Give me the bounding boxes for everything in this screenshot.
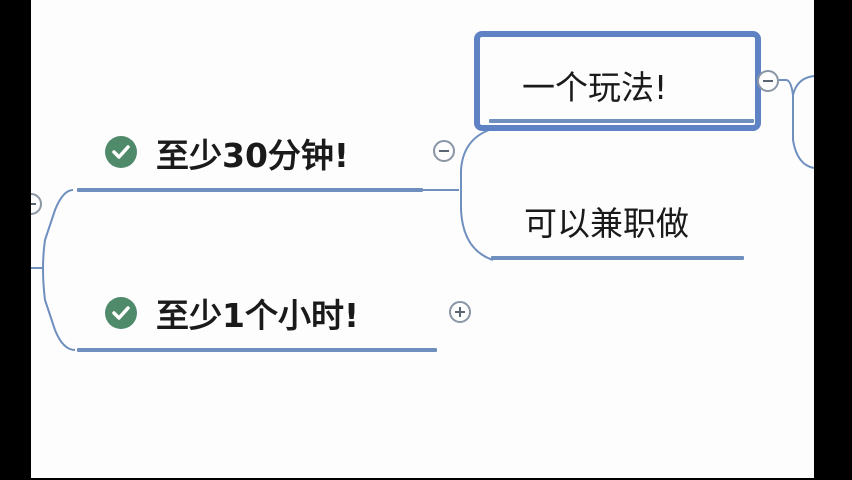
root-branch-curve: [42, 189, 76, 351]
branch-2-underline: [77, 348, 437, 352]
child-1-right-curve-top: [792, 75, 814, 96]
child-curve: [460, 129, 494, 261]
branch-2-label[interactable]: 至少1个小时!: [156, 296, 360, 335]
connector-lines: [31, 75, 814, 351]
child-1-collapse-toggle[interactable]: [757, 70, 779, 92]
checkmark-glyph: [112, 145, 130, 159]
branch-1-label[interactable]: 至少30分钟!: [156, 136, 349, 175]
check-icon: [105, 297, 137, 329]
branch-1-underline: [77, 188, 423, 192]
child-1-label[interactable]: 一个玩法!: [522, 68, 668, 107]
child-2-underline: [491, 256, 744, 260]
child-2-label[interactable]: 可以兼职做: [524, 204, 689, 243]
child-1-underline: [489, 119, 754, 123]
checkmark-glyph: [112, 306, 130, 320]
check-icon: [105, 136, 137, 168]
mindmap-canvas: 至少30分钟! 至少1个小时! 一个玩法! 可以兼职做: [31, 0, 814, 478]
child-1-right-curve: [779, 79, 814, 169]
branch-1-collapse-toggle[interactable]: [433, 140, 455, 162]
branch-2-expand-toggle[interactable]: [449, 301, 471, 323]
